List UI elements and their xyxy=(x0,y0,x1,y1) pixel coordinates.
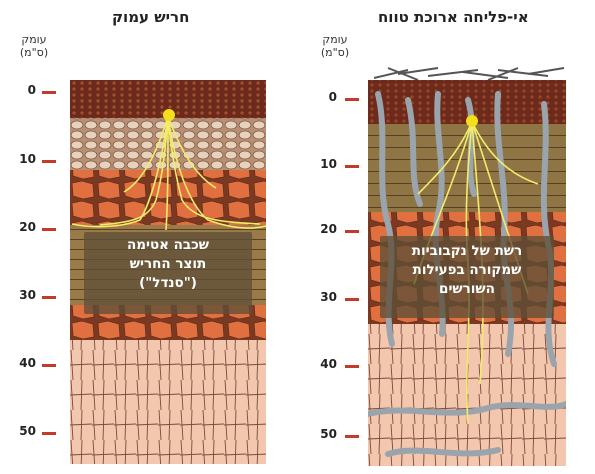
seed-icon xyxy=(466,115,478,127)
left-tick-50: 50 xyxy=(10,424,36,438)
left-tick-40: 40 xyxy=(10,356,36,370)
left-tick-mark-0 xyxy=(42,91,56,94)
right-tick-mark-40 xyxy=(345,365,359,368)
right-soil-profile: רשת של נקבוביות שמקורה בפעילות השורשים xyxy=(368,64,566,466)
left-tick-mark-10 xyxy=(42,160,56,163)
right-tick-mark-0 xyxy=(345,98,359,101)
left-tick-0: 0 xyxy=(10,83,36,97)
right-tick-mark-10 xyxy=(345,165,359,168)
left-tick-20: 20 xyxy=(10,220,36,234)
left-tick-mark-30 xyxy=(42,296,56,299)
left-soil-profile: שכבה אטימה תוצר החריש ("סנדל") xyxy=(70,80,266,464)
left-depth-axis-label: עומק (ס"מ) xyxy=(14,33,54,59)
left-tick-mark-50 xyxy=(42,432,56,435)
left-overlay-label: שכבה אטימה תוצר החריש ("סנדל") xyxy=(84,232,252,314)
right-tick-20: 20 xyxy=(311,222,337,236)
right-tick-30: 30 xyxy=(311,290,337,304)
right-tick-mark-50 xyxy=(345,435,359,438)
left-tick-30: 30 xyxy=(10,288,36,302)
right-tick-0: 0 xyxy=(311,90,337,104)
right-panel-title: אי-פליחה ארוכת טווח xyxy=(378,8,529,26)
right-tick-10: 10 xyxy=(311,157,337,171)
right-tick-40: 40 xyxy=(311,357,337,371)
seed-icon xyxy=(163,109,175,121)
right-overlay-label: רשת של נקבוביות שמקורה בפעילות השורשים xyxy=(380,236,554,318)
right-tick-mark-20 xyxy=(345,230,359,233)
left-tick-10: 10 xyxy=(10,152,36,166)
left-tick-mark-20 xyxy=(42,228,56,231)
right-tick-mark-30 xyxy=(345,298,359,301)
right-depth-axis-label: עומק (ס"מ) xyxy=(315,33,355,59)
left-panel-title: חריש עמוק xyxy=(112,8,189,26)
left-tick-mark-40 xyxy=(42,364,56,367)
right-tick-50: 50 xyxy=(311,427,337,441)
